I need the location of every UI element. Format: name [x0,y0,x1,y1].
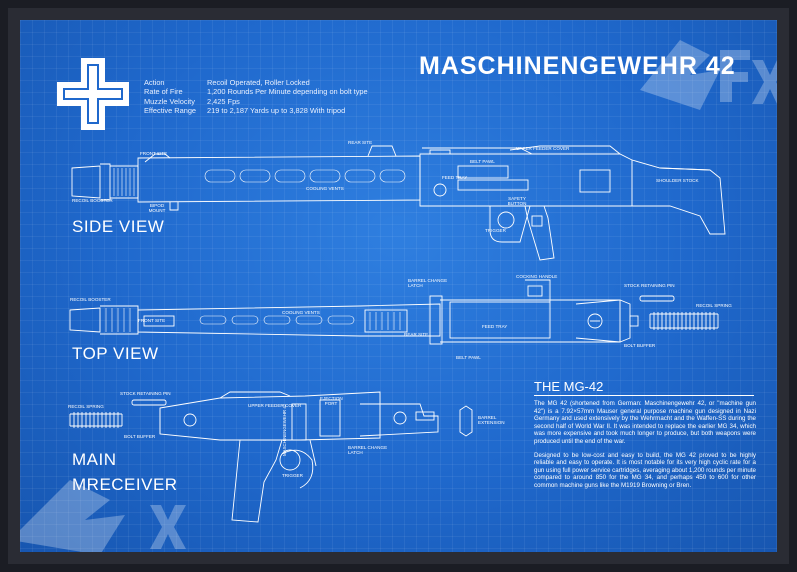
label-rear-site: REAR SITE [348,140,373,145]
label-top-cooling-vents: COOLING VENTS [282,310,320,315]
label-top-feed-tray: FEED TRAY [482,324,508,329]
label-main-recoil-spring: RECOIL SPRING [68,404,104,409]
mg42-heading: THE MG-42 [534,379,604,394]
mg42-description: The MG 42 (shortened from German: Maschi… [534,400,756,496]
top-view-heading: TOP VIEW [72,344,159,363]
label-main-upper-feeder-cover: UPPER FEEDER COVER [248,403,302,408]
label-top-belt-pawl: BELT PAWL [456,355,481,360]
cross-emblem-icon [57,58,129,130]
label-main-stock-retaining-pin: STOCK RETAINING PIN [120,391,171,396]
label-safety-button: SAFETY BUTTON [507,196,527,206]
label-top-recoil-spring: RECOIL SPRING [696,303,732,308]
spec-value: 2,425 Fps [207,96,240,106]
blueprint-grid [20,20,777,552]
label-main-bolt-buffer: BOLT BUFFER [124,434,156,439]
label-main-ejection-port: EJECTION PORT [320,396,343,406]
spec-labels: Action Rate of Fire Muzzle Velocity Effe… [144,78,196,116]
watermark-top-right [640,40,777,110]
label-main-receiver-stamp: MASCHINENGEWEHR 42 [282,403,287,456]
label-upper-feeder-cover: UPPER FEEDER COVER [516,146,570,151]
label-main-barrel-change-latch: BARREL CHANGE LATCH [348,445,388,455]
spec-values: Recoil Operated, Roller Locked 1,200 Rou… [207,78,368,116]
top-view-drawing [69,279,719,345]
spec-label: Effective Range [144,106,197,116]
mg42-paragraph: Designed to be low-cost and easy to buil… [534,451,756,489]
main-receiver-drawing [69,391,473,523]
label-main-barrel-extension: BARREL EXTENSION [478,415,505,425]
label-recoil-booster: RECOIL BOOSTER [72,198,113,203]
label-top-rear-site: REAR SITE [404,332,429,337]
label-shoulder-stock: SHOULDER STOCK [656,178,699,183]
label-main-trigger: TRIGGER [282,473,303,478]
label-top-cocking-handle: COCKING HANDLE [516,274,558,279]
label-front-site: FRONT SITE [140,151,168,156]
label-top-bolt-buffer: BOLT BUFFER [624,343,656,348]
watermark-bottom-left [20,480,186,552]
label-belt-pawl: BELT PAWL [470,159,495,164]
page-title: MASCHINENGEWEHR 42 [419,52,736,80]
label-top-recoil-booster: RECOIL BOOSTER [70,297,111,302]
side-view-heading: SIDE VIEW [72,217,165,236]
spec-label: Muzzle Velocity [144,96,195,106]
spec-label: Action [144,78,165,87]
label-bipod-mount: BIPOD MOUNT [148,203,166,213]
spec-value: 219 to 2,187 Yards up to 3,828 With trip… [207,106,346,116]
main-receiver-heading-1: MAIN [72,450,117,469]
main-receiver-heading-2: MRECEIVER [72,475,178,494]
spec-value: 1,200 Rounds Per Minute depending on bol… [207,87,368,97]
label-feed-tray: FEED TRAY [442,175,468,180]
label-top-stock-retaining-pin: STOCK RETAINING PIN [624,283,675,288]
label-top-barrel-change-latch: BARREL CHANGE LATCH [408,278,448,288]
label-top-front-site: FRONT SITE [138,318,166,323]
side-view-drawing [71,145,726,261]
spec-label: Rate of Fire [144,87,183,97]
blueprint-sheet: MASCHINENGEWEHR 42 Action Rate of Fire M… [20,20,777,552]
label-trigger: TRIGGER [485,228,506,233]
label-cooling-vents: COOLING VENTS [306,186,344,191]
spec-value: Recoil Operated, Roller Locked [207,78,310,87]
mg42-divider [534,395,754,396]
mg42-paragraph: The MG 42 (shortened from German: Maschi… [534,400,756,445]
